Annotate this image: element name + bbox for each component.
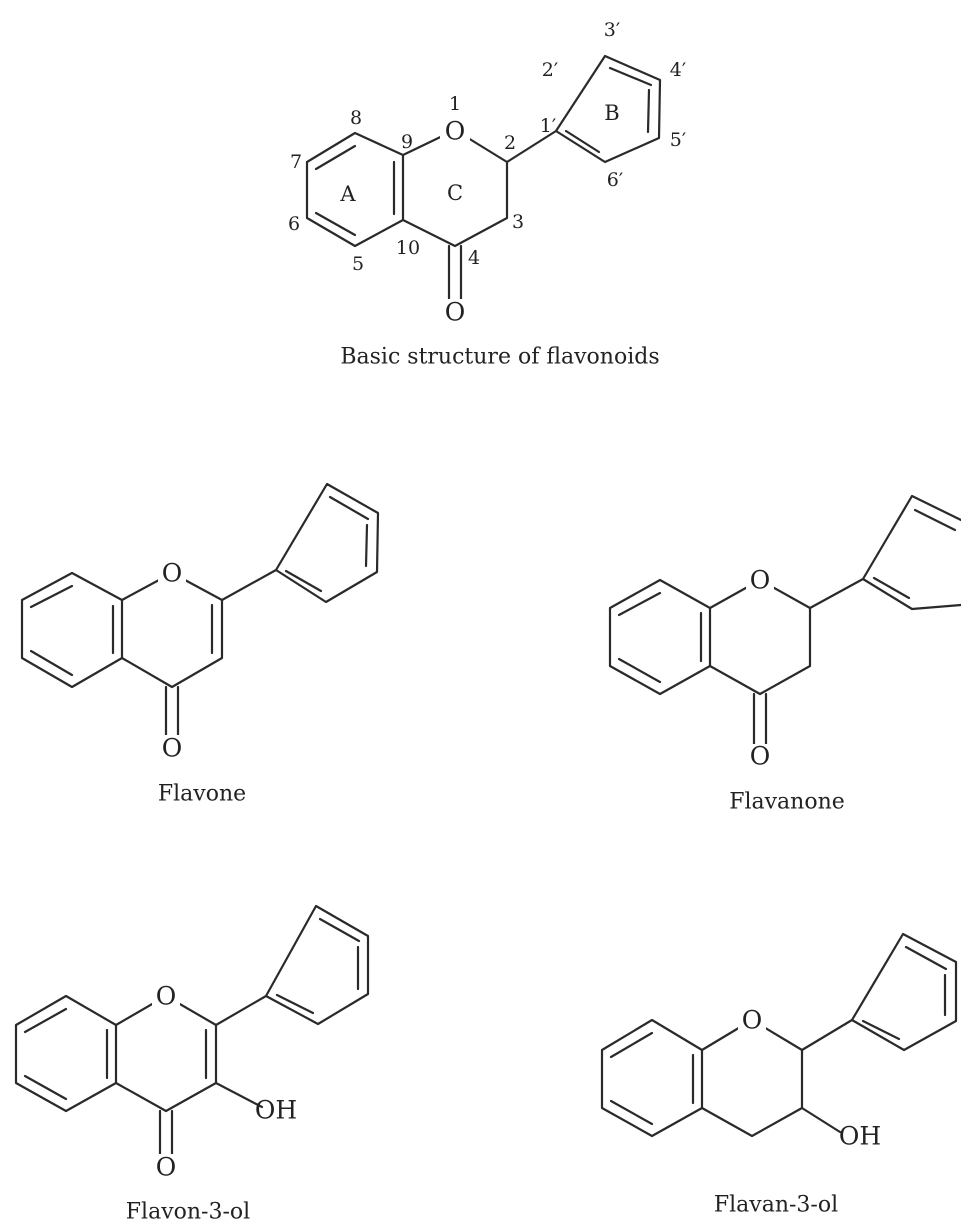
flavone-structure: O O Flavone	[20, 482, 380, 807]
flavanone-ring-oxygen: O	[750, 566, 771, 595]
flavanone-caption: Flavanone	[729, 790, 845, 815]
position-8: 8	[350, 107, 362, 129]
position-5: 5	[352, 253, 364, 275]
position-10: 10	[396, 237, 420, 259]
flavanol-ring-oxygen: O	[742, 1006, 763, 1035]
flavonol-carbonyl-oxygen: O	[156, 1153, 177, 1182]
ring-b-label: B	[604, 101, 619, 125]
position-3: 3	[512, 211, 524, 233]
flavanol-caption: Flavan-3-ol	[714, 1193, 838, 1218]
flavanol-structure: O OH Flavan-3-ol	[600, 932, 958, 1218]
position-4: 4	[468, 247, 480, 269]
basic-caption: Basic structure of flavonoids	[340, 345, 659, 370]
carbonyl-oxygen-label: O	[445, 298, 466, 327]
ring-c-label: C	[447, 181, 463, 205]
flavone-ring-oxygen: O	[162, 559, 183, 588]
flavanol-bonds	[600, 932, 958, 1138]
position-7: 7	[290, 151, 302, 173]
flavonol-ring-oxygen: O	[156, 982, 177, 1011]
ring-oxygen-label: O	[445, 117, 466, 146]
flavonol-hydroxyl: OH	[255, 1096, 297, 1125]
flavone-bonds	[20, 482, 380, 744]
position-4-prime: 4′	[670, 59, 686, 81]
basic-bonds	[305, 54, 662, 302]
flavone-caption: Flavone	[158, 782, 246, 807]
flavonol-bonds	[14, 904, 370, 1167]
flavonol-caption: Flavon-3-ol	[126, 1200, 250, 1222]
basic-structure: O O 1 2 3 4 5 6 7 8 9 10 1′ 2′ 3′ 4′ 5′ …	[288, 19, 686, 370]
position-1: 1	[449, 93, 461, 115]
position-3-prime: 3′	[604, 19, 620, 41]
flavanone-carbonyl-oxygen: O	[750, 742, 771, 771]
position-5-prime: 5′	[670, 129, 686, 151]
position-2: 2	[504, 132, 516, 154]
position-6: 6	[288, 213, 300, 235]
flavanone-structure: O O Flavanone	[608, 494, 961, 815]
position-2-prime: 2′	[542, 59, 558, 81]
flavanone-bonds	[608, 494, 961, 752]
position-1-prime: 1′	[540, 115, 556, 137]
ring-a-label: A	[339, 182, 356, 206]
position-9: 9	[401, 131, 413, 153]
flavone-carbonyl-oxygen: O	[162, 734, 183, 763]
position-6-prime: 6′	[607, 169, 623, 191]
flavanol-hydroxyl: OH	[839, 1122, 881, 1151]
flavonol-structure: O O OH Flavon-3-ol	[14, 904, 370, 1222]
